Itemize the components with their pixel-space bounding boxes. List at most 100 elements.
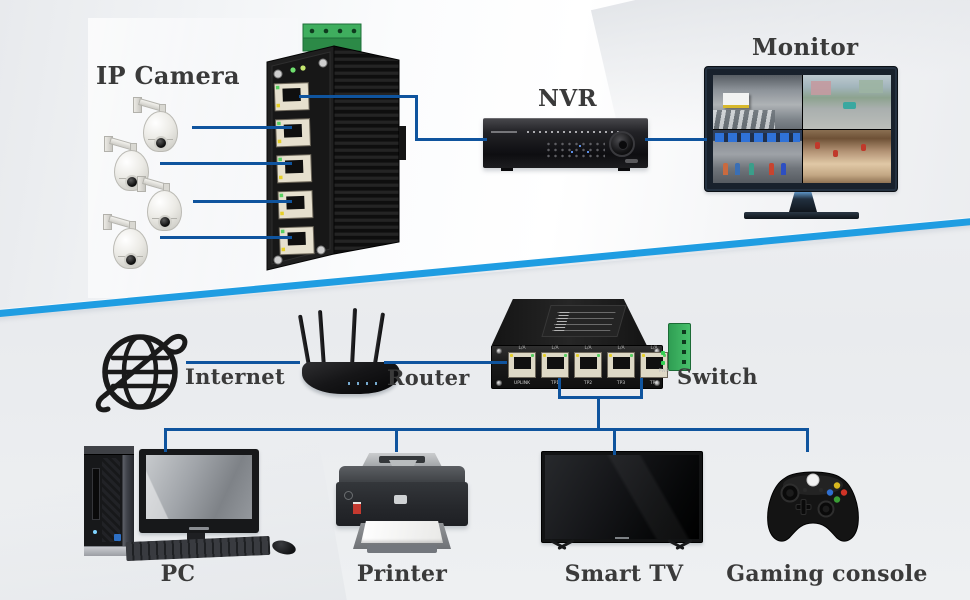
nvr-jog-dial [609, 131, 635, 157]
line-drop-console [806, 428, 809, 452]
port-led-label: L/A [551, 345, 559, 351]
power-led [661, 351, 665, 355]
port-led-label: L/A [584, 345, 592, 351]
cctv-view-garage [713, 75, 802, 129]
printer-device [331, 451, 471, 555]
lantern [860, 143, 866, 151]
power-led [661, 361, 665, 365]
line-drop-pc [164, 428, 167, 452]
lantern [814, 141, 820, 149]
screw [318, 58, 328, 68]
camera-lens [153, 136, 168, 150]
person [781, 163, 786, 175]
pc-monitor-neck [187, 533, 205, 542]
power-label: PWR [658, 368, 669, 374]
status-led [290, 67, 296, 73]
monitor-stand-neck [789, 192, 817, 212]
rj45-port-tp2 [574, 352, 602, 378]
camera-dome [147, 190, 182, 231]
nvr-foot [618, 168, 630, 171]
line-drop-tv [613, 428, 616, 455]
counter-signs [715, 132, 800, 142]
ip-camera-icon [133, 96, 181, 156]
person [735, 163, 740, 175]
tower-top [84, 446, 134, 455]
pc-monitor [139, 449, 259, 533]
nvr-foot [501, 168, 513, 171]
switch-label-sticker [541, 305, 627, 337]
zebra-crossing [713, 110, 775, 129]
port-name: TP4 [649, 380, 659, 386]
printer-paper-catch [389, 460, 417, 469]
monitor-label: Monitor [752, 34, 859, 61]
din-clip [399, 126, 406, 160]
printer-power-button [344, 491, 353, 500]
nvr-button-grid [545, 141, 605, 158]
internet-label: Internet [185, 364, 285, 389]
router-leds [348, 382, 382, 385]
terminal-block [302, 23, 362, 52]
nvr-led [571, 151, 573, 153]
rj45-port-tp4 [640, 352, 668, 378]
poe-switch-device [266, 23, 406, 271]
cctv-view-street [802, 75, 891, 129]
power-button [93, 530, 97, 534]
nvr-logo [625, 159, 638, 163]
nvr-indicator-row [527, 131, 623, 133]
port-name: UPLINK [513, 380, 531, 386]
button-y [833, 482, 841, 489]
pc-screen [146, 455, 252, 519]
line-lan-bus [164, 428, 809, 431]
line-camera3-switch [193, 200, 292, 203]
line-switch-feed [597, 396, 600, 431]
cctv-view-counters [713, 129, 802, 183]
ip-camera-label: IP Camera [96, 61, 240, 90]
view-button [803, 488, 807, 492]
person [749, 163, 754, 175]
truck [723, 93, 749, 108]
button-a [833, 496, 841, 503]
switch-label: Switch [677, 364, 758, 389]
ip-camera-icon [103, 213, 151, 273]
menu-button [819, 488, 823, 492]
screw [273, 69, 283, 79]
tv-logo [615, 537, 629, 539]
building [810, 81, 831, 95]
printer-output-slot [379, 456, 425, 463]
tv-reflection [545, 455, 699, 539]
nvr-led [579, 145, 581, 147]
person [769, 163, 774, 175]
tv-panel [541, 451, 703, 543]
rj45-port-uplink [508, 352, 536, 378]
nvr-brand-text [491, 131, 517, 133]
screen-gloss [146, 455, 252, 519]
gaming-console-label: Gaming console [726, 561, 928, 587]
port-name: TP2 [583, 380, 593, 386]
button-x [826, 489, 834, 496]
line-camera4-switch [160, 236, 292, 239]
ip-camera-icon [137, 175, 185, 235]
nvr-led [587, 151, 589, 153]
line-drop-printer [395, 428, 398, 452]
port-name: TP3 [616, 380, 626, 386]
screw [273, 255, 283, 265]
taxi-car [842, 102, 856, 109]
barcode [554, 311, 570, 331]
optical-drive [92, 468, 100, 520]
terminal-block [668, 323, 691, 371]
line-switch-bracket-bottom [558, 396, 643, 399]
nvr-label: NVR [538, 85, 597, 112]
screw [496, 380, 502, 386]
camera-dome [113, 228, 148, 269]
printer-label [353, 502, 361, 514]
monitor-stand-base [744, 212, 859, 219]
cctv-view-mall [802, 129, 891, 183]
monitor-device [704, 66, 898, 192]
port-led-label: L/A [617, 345, 625, 351]
left-stick-top [786, 489, 794, 497]
printer-paper [361, 521, 443, 543]
tv-screen [545, 455, 699, 539]
cpu-sticker [114, 534, 121, 541]
rj45-port-tp1 [541, 352, 569, 378]
